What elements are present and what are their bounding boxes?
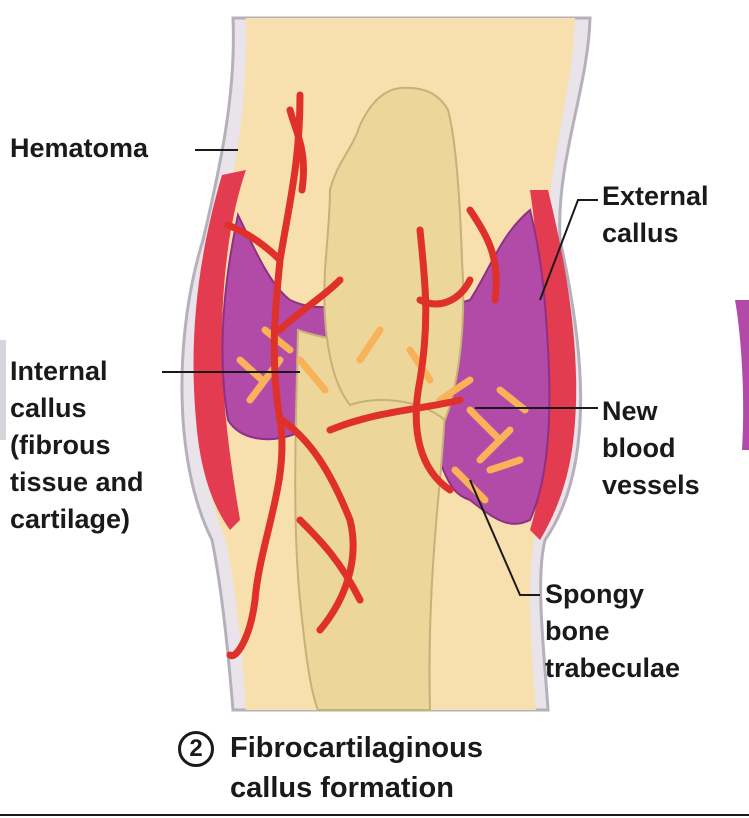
caption-title: Fibrocartilaginous callus formation <box>230 732 483 804</box>
label-spongy-bone-trabeculae: Spongy bone trabeculae <box>545 579 681 683</box>
label-internal-callus: Internal callus (fibrous tissue and cart… <box>10 356 144 534</box>
adjacent-panel-right-edge <box>735 300 749 450</box>
blood-vessels <box>224 91 500 660</box>
hematoma-region <box>193 170 246 530</box>
label-external-callus: External callus <box>602 181 709 248</box>
leader-external-callus <box>539 199 598 301</box>
step-number-badge: 2 <box>178 731 214 767</box>
adjacent-panel-left-edge <box>0 340 6 440</box>
leader-spongy-bone <box>469 479 540 596</box>
label-hematoma: Hematoma <box>10 133 149 163</box>
label-new-blood-vessels: New blood vessels <box>602 396 700 500</box>
figure-caption: 2 Fibrocartilaginous callus formation <box>178 728 483 808</box>
